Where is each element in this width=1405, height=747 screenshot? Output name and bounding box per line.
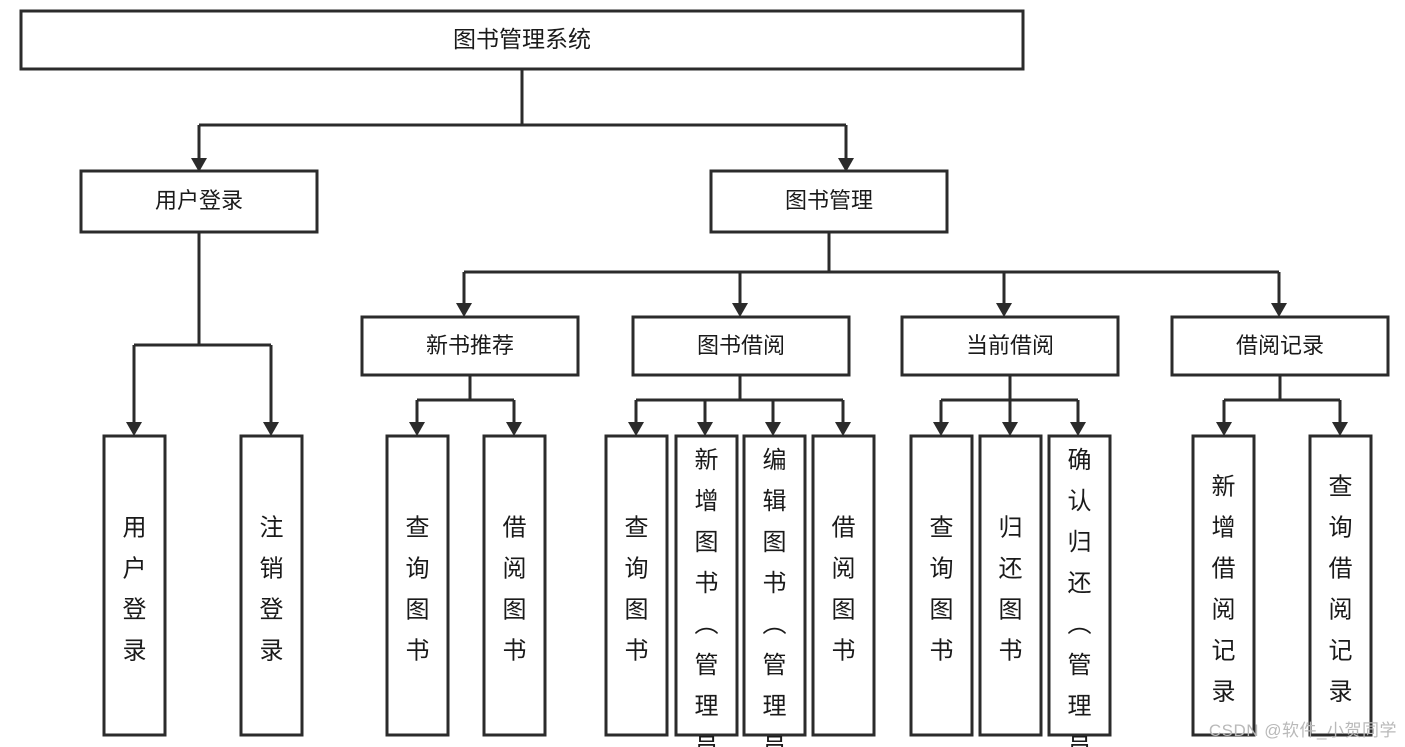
leaf-current-borrow-3[interactable] bbox=[1047, 434, 1112, 737]
leaf-current-borrow-1[interactable] bbox=[909, 434, 974, 737]
leaf-new-book-2[interactable] bbox=[482, 434, 547, 737]
node-root-label: 图书管理系统 bbox=[453, 26, 591, 52]
leaf-new-book-1-label: 查询图书 bbox=[406, 514, 430, 664]
leaf-book-borrow-4[interactable] bbox=[811, 434, 876, 737]
leaf-book-borrow-4-label: 借阅图书 bbox=[832, 514, 856, 664]
connector-borrowrecord-to-leaves bbox=[1216, 375, 1348, 436]
node-user-login[interactable]: 用户登录 bbox=[79, 169, 319, 234]
leaf-borrow-record-2-label: 查询借阅记录 bbox=[1329, 473, 1353, 705]
leaf-book-borrow-1[interactable] bbox=[604, 434, 669, 737]
node-root-system[interactable]: 图书管理系统 bbox=[19, 9, 1025, 71]
node-new-book-recommend-label: 新书推荐 bbox=[426, 333, 514, 358]
leaf-borrow-record-2[interactable] bbox=[1308, 434, 1373, 737]
node-borrow-record-label: 借阅记录 bbox=[1236, 333, 1324, 358]
leaf-user-login-1-label: 用户登录 bbox=[123, 514, 147, 664]
node-book-management-label: 图书管理 bbox=[785, 188, 873, 213]
node-book-borrow-label: 图书借阅 bbox=[697, 333, 785, 358]
connector-newbook-to-leaves bbox=[409, 375, 522, 436]
connector-currentborrow-to-leaves bbox=[933, 375, 1086, 436]
node-book-management[interactable]: 图书管理 bbox=[709, 169, 949, 234]
leaf-current-borrow-3-label: 确认归还︵管理员︶ bbox=[1068, 447, 1092, 747]
connector-bookmgmt-to-level2 bbox=[456, 232, 1287, 317]
leaf-new-book-1[interactable] bbox=[385, 434, 450, 737]
leaf-label-layer: 用户登录 注销登录 查询图书 借阅图书 查询图书 新增图书︵管理员︶ 编辑图书︵管理员︶ 借阅… bbox=[123, 447, 1353, 747]
leaf-current-borrow-2[interactable] bbox=[978, 434, 1043, 737]
node-book-borrow[interactable]: 图书借阅 bbox=[631, 315, 851, 377]
node-user-login-label: 用户登录 bbox=[155, 188, 243, 213]
leaf-book-borrow-2-label: 新增图书︵管理员︶ bbox=[695, 447, 719, 747]
connector-bookborrow-to-leaves bbox=[628, 375, 851, 436]
leaf-current-borrow-1-label: 查询图书 bbox=[930, 514, 954, 664]
node-current-borrow[interactable]: 当前借阅 bbox=[900, 315, 1120, 377]
leaf-new-book-2-label: 借阅图书 bbox=[503, 514, 527, 664]
node-borrow-record[interactable]: 借阅记录 bbox=[1170, 315, 1390, 377]
leaf-book-borrow-3[interactable] bbox=[742, 434, 807, 737]
connector-root-to-level1 bbox=[191, 69, 854, 172]
leaf-user-login-2[interactable] bbox=[239, 434, 304, 737]
leaf-current-borrow-2-label: 归还图书 bbox=[999, 514, 1023, 664]
leaf-book-borrow-1-label: 查询图书 bbox=[625, 514, 649, 664]
leaf-book-borrow-3-label: 编辑图书︵管理员︶ bbox=[763, 447, 787, 747]
node-current-borrow-label: 当前借阅 bbox=[966, 333, 1054, 358]
leaf-book-borrow-2[interactable] bbox=[674, 434, 739, 737]
leaf-user-login-2-label: 注销登录 bbox=[260, 514, 284, 664]
node-new-book-recommend[interactable]: 新书推荐 bbox=[360, 315, 580, 377]
leaf-user-login-1[interactable] bbox=[102, 434, 167, 737]
leaf-borrow-record-1[interactable] bbox=[1191, 434, 1256, 737]
leaf-borrow-record-1-label: 新增借阅记录 bbox=[1212, 473, 1236, 705]
connector-userlogin-to-leaves bbox=[126, 232, 279, 436]
